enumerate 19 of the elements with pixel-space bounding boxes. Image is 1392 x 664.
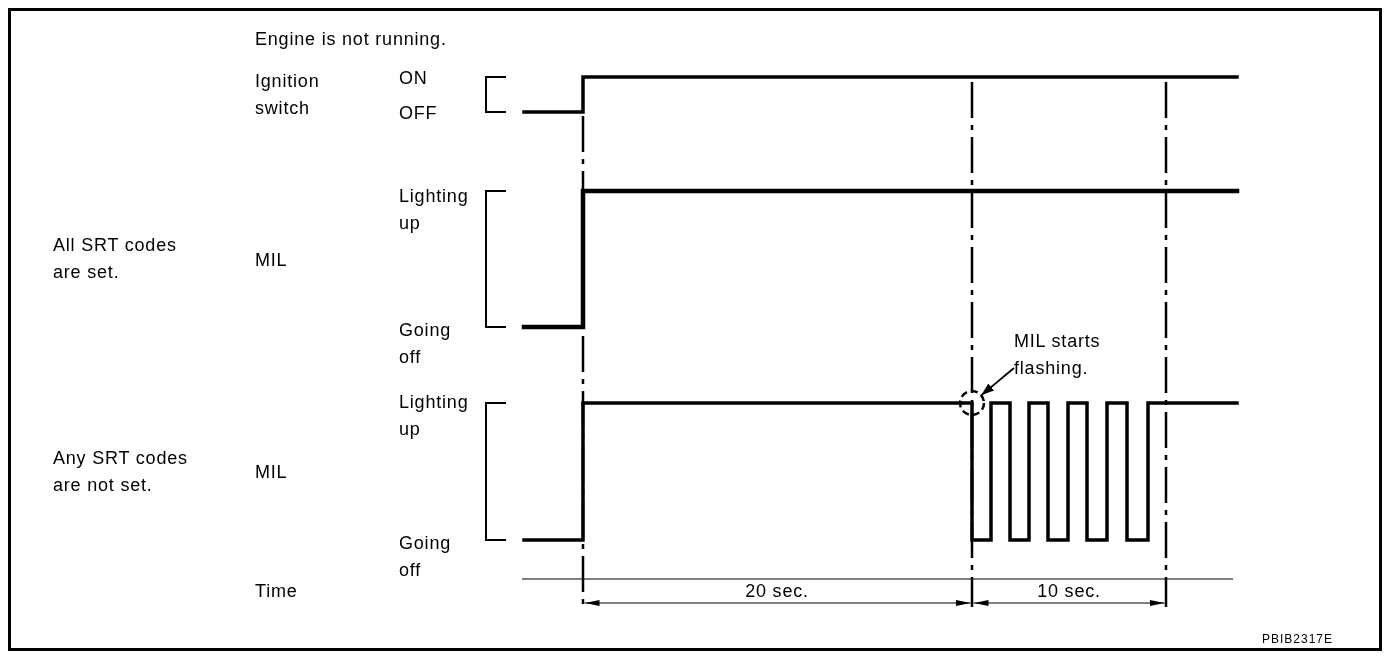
dashed-circle <box>958 389 986 417</box>
callout-text: MIL starts flashing. <box>1014 328 1114 382</box>
signal-name: Ignition switch <box>255 70 321 120</box>
signal-name: MIL <box>255 249 288 272</box>
figure-id: PBIB2317E <box>1262 632 1334 646</box>
axis-label: Time <box>255 580 298 603</box>
state-label: Going off <box>399 532 453 582</box>
state-label: OFF <box>399 102 438 125</box>
duration-label: 10 sec. <box>1036 581 1102 601</box>
duration-label: 20 sec. <box>744 581 810 601</box>
state-label: ON <box>399 67 428 90</box>
leader-arrow <box>980 367 1015 397</box>
signal-name: MIL <box>255 461 288 484</box>
state-label: Lighting up <box>399 391 470 441</box>
state-label: Lighting up <box>399 185 470 235</box>
condition-label: Engine is not running. <box>255 28 447 51</box>
condition-label: Any SRT codes are not set. <box>53 447 189 497</box>
state-label: Going off <box>399 319 453 369</box>
condition-label: All SRT codes are set. <box>53 234 178 284</box>
